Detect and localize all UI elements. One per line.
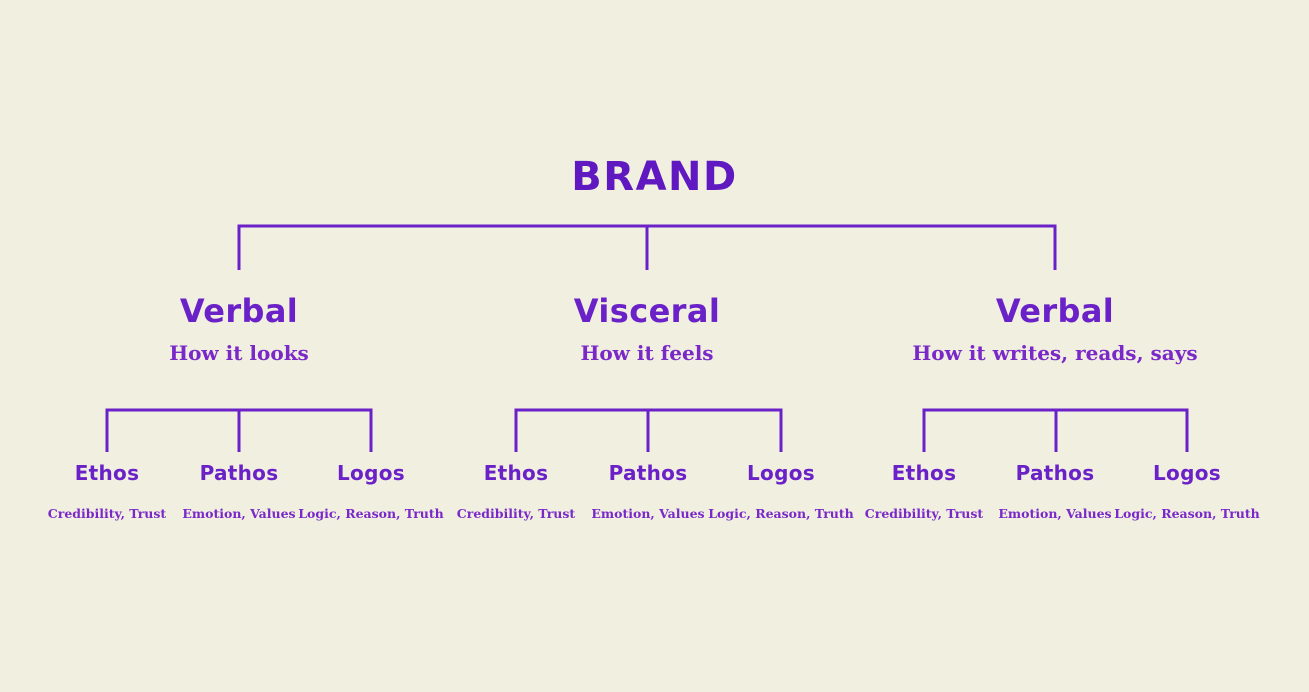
branch-title: Verbal bbox=[995, 292, 1115, 330]
branch-title: Visceral bbox=[573, 292, 721, 330]
leaf-title: Pathos bbox=[1015, 461, 1095, 485]
leaf-subtitle: Logic, Reason, Truth bbox=[708, 506, 854, 521]
root-node-brand: BRAND bbox=[571, 154, 738, 200]
leaf-subtitle: Logic, Reason, Truth bbox=[298, 506, 444, 521]
branch-subtitle: How it looks bbox=[169, 341, 309, 365]
leaf-title: Logos bbox=[337, 461, 405, 485]
leaf-title: Ethos bbox=[891, 461, 957, 485]
leaf-title: Pathos bbox=[608, 461, 688, 485]
branch-title: Verbal bbox=[179, 292, 299, 330]
leaf-subtitle: Emotion, Values bbox=[998, 506, 1112, 521]
leaf-subtitle: Credibility, Trust bbox=[47, 506, 167, 521]
leaf-title: Ethos bbox=[483, 461, 549, 485]
leaf-title: Logos bbox=[747, 461, 815, 485]
leaf-title: Logos bbox=[1153, 461, 1221, 485]
leaf-subtitle: Emotion, Values bbox=[182, 506, 296, 521]
leaf-subtitle: Credibility, Trust bbox=[456, 506, 576, 521]
leaf-title: Ethos bbox=[74, 461, 140, 485]
branch-subtitle: How it feels bbox=[580, 341, 714, 365]
leaf-subtitle: Emotion, Values bbox=[591, 506, 705, 521]
leaf-subtitle: Logic, Reason, Truth bbox=[1114, 506, 1260, 521]
leaf-subtitle: Credibility, Trust bbox=[864, 506, 984, 521]
leaf-title: Pathos bbox=[199, 461, 279, 485]
branch-subtitle: How it writes, reads, says bbox=[912, 341, 1198, 365]
